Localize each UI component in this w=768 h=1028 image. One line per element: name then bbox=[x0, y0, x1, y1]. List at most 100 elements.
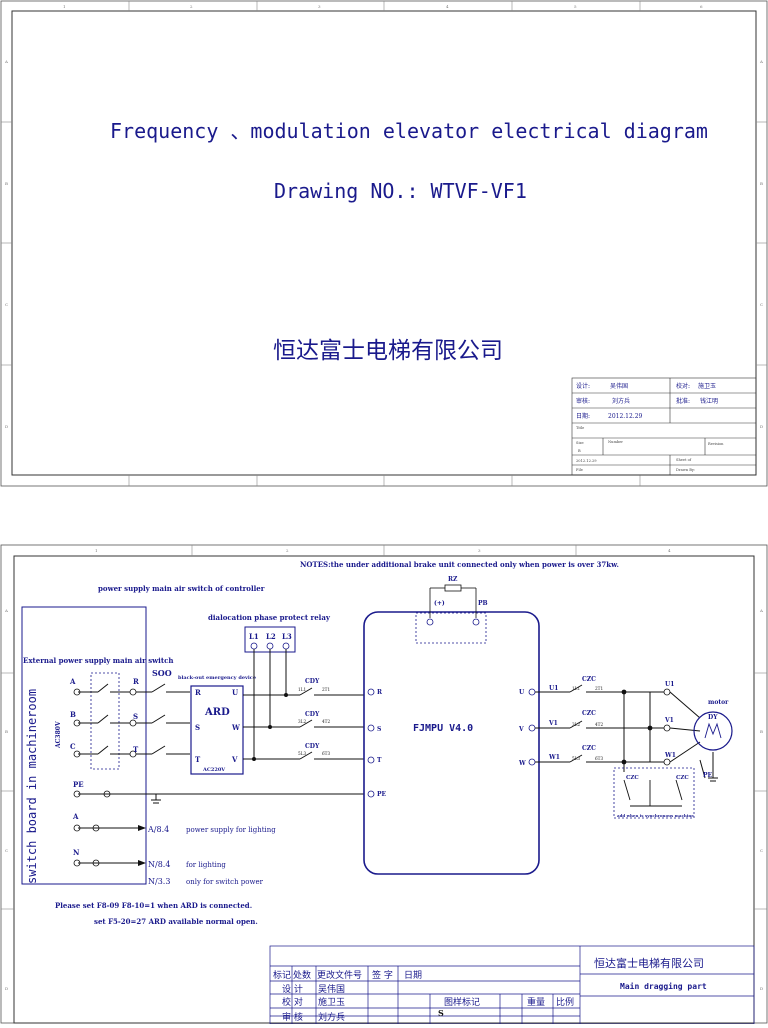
phase-t-label: T bbox=[133, 745, 139, 754]
please-note-2: set F5-20=27 ARD available normal open. bbox=[94, 917, 258, 926]
ard-in-s: S bbox=[195, 723, 200, 732]
cover-row-a: A bbox=[4, 59, 8, 64]
tb-hdr-date: 日期 bbox=[404, 970, 422, 981]
sync-note: add when is synchronous machine bbox=[617, 813, 694, 818]
sch-row-b: B bbox=[5, 729, 8, 734]
cover-tb-design-label: 设计: bbox=[576, 382, 590, 390]
pb-label: PB bbox=[478, 600, 488, 607]
sch-col-3: 3 bbox=[478, 548, 481, 553]
cover-row-b: B bbox=[5, 181, 8, 186]
inv-out-u: U bbox=[519, 689, 525, 696]
cover-tb-revision-label: Revision bbox=[708, 442, 724, 446]
blackout-label: black-out emergency device bbox=[178, 675, 256, 681]
czc-coil-1: CZC bbox=[626, 775, 639, 781]
ref-n: N/8.4 bbox=[148, 860, 170, 869]
cover-tb-file-label: File bbox=[576, 468, 583, 472]
tb-review: 审 核 bbox=[282, 1011, 303, 1023]
cover-row-d: D bbox=[5, 424, 8, 429]
cover-tb-title-label: Title bbox=[576, 426, 584, 430]
czc-3: CZC bbox=[582, 745, 596, 752]
czc-1: CZC bbox=[582, 676, 596, 683]
phase-r-label: R bbox=[133, 677, 139, 686]
relay-label: dialocation phase protect relay bbox=[208, 613, 331, 622]
phase-a-label: A bbox=[69, 677, 76, 686]
sch-col-4: 4 bbox=[668, 548, 671, 553]
motor-line-v1: V1 bbox=[664, 717, 674, 724]
pe-label: PE bbox=[73, 780, 84, 789]
sch-row-d: D bbox=[5, 986, 8, 991]
ref-n2-text: only for switch power bbox=[186, 878, 264, 886]
cdy-in-3: 5L3 bbox=[298, 751, 306, 756]
motor-pe-label: PE bbox=[703, 772, 713, 779]
tb-design-name: 吴伟国 bbox=[318, 983, 345, 995]
rz-label: RZ bbox=[448, 576, 458, 583]
sch-col-1: 1 bbox=[95, 548, 98, 553]
sch-row-a: A bbox=[4, 608, 8, 613]
ext-switch-label: External power supply main air switch bbox=[23, 656, 173, 665]
cover-tb-check-label: 校对: bbox=[676, 382, 690, 390]
dy-label: DY bbox=[708, 714, 718, 721]
inverter-label: FJMPU V4.0 bbox=[413, 723, 473, 734]
ard-in-r: R bbox=[195, 688, 201, 697]
cover-col-3: 3 bbox=[318, 4, 321, 9]
czc-out-2: 4T2 bbox=[595, 722, 603, 727]
cover-tb-review-label: 审核: bbox=[576, 397, 590, 405]
czc-coil-2: CZC bbox=[676, 775, 689, 781]
cover-tb-date-label: 日期: bbox=[576, 412, 590, 420]
cover-col-1: 1 bbox=[63, 4, 66, 9]
cdy-out-1: 2T1 bbox=[322, 687, 330, 692]
cdy-2: CDY bbox=[305, 711, 320, 718]
tb-sample: 图样标记 bbox=[444, 996, 480, 1008]
tb-design: 设 计 bbox=[282, 983, 303, 995]
relay-l1: L1 bbox=[249, 632, 259, 641]
cover-title: Frequency 、modulation elevator electrica… bbox=[110, 119, 708, 143]
cover-tb-date2: 2012.12.29 bbox=[576, 459, 597, 463]
lighting-n-label: N bbox=[73, 848, 80, 857]
tb-check: 校 对 bbox=[282, 996, 303, 1008]
cover-drawing-no: Drawing NO.: WTVF-VF1 bbox=[274, 179, 527, 203]
cover-tb-review-name: 刘方兵 bbox=[612, 397, 630, 405]
ard-out-w: W bbox=[231, 723, 240, 732]
lighting-a-label: A bbox=[72, 812, 79, 821]
motor-symbol bbox=[704, 722, 722, 739]
cover-company: 恒达富士电梯有限公司 bbox=[273, 338, 503, 364]
cover-title-block bbox=[571, 377, 757, 476]
phase-s-label: S bbox=[133, 712, 138, 721]
cover-tb-drawn-label: Drawn By: bbox=[676, 468, 695, 472]
cover-col-5: 5 bbox=[574, 4, 577, 9]
brake-unit: RZ (+) PB bbox=[415, 576, 488, 644]
ref-n-text: for lighting bbox=[186, 861, 226, 869]
motor-line-u1: U1 bbox=[665, 681, 674, 688]
tb-review-name: 刘方兵 bbox=[318, 1011, 345, 1023]
switchboard-label: switch board in machineroom bbox=[25, 689, 39, 884]
cover-col-2: 2 bbox=[190, 4, 193, 9]
inv-in-s: S bbox=[377, 726, 381, 733]
main-breaker[interactable] bbox=[90, 672, 120, 770]
switchboard-box bbox=[21, 606, 147, 885]
ard-label: ARD bbox=[204, 707, 230, 718]
schematic-title-block bbox=[269, 945, 755, 1025]
arrow-lighting-a bbox=[138, 825, 146, 831]
cover-page: 1 2 3 4 5 6 A B C D A B C D Frequency 、m… bbox=[0, 0, 768, 487]
cover-tb-size-value: B bbox=[578, 449, 581, 453]
cover-tb-number-label: Number bbox=[608, 440, 623, 444]
cover-row-b-r: B bbox=[760, 181, 763, 186]
ac220-label: AC220V bbox=[202, 767, 225, 773]
schematic-page: 1 2 3 4 A B C D A B C D NOTES:the under … bbox=[0, 544, 768, 1025]
relay-l3: L3 bbox=[282, 632, 292, 641]
czc-out-1: 2T1 bbox=[595, 686, 603, 691]
relay-l2: L2 bbox=[266, 632, 276, 641]
cdy-out-2: 4T2 bbox=[322, 719, 330, 724]
ard-box bbox=[190, 685, 244, 775]
sch-row-c-r: C bbox=[760, 848, 763, 853]
inv-out-w: W bbox=[518, 760, 526, 767]
czc-2: CZC bbox=[582, 710, 596, 717]
tb-hdr-mark: 标记 bbox=[273, 969, 291, 981]
sch-col-2: 2 bbox=[286, 548, 289, 553]
tb-s: S bbox=[438, 1008, 444, 1018]
cdy-out-3: 6T3 bbox=[322, 751, 330, 756]
cover-tb-approve-name: 钱江明 bbox=[700, 397, 718, 405]
cover-tb-sheet-label: Sheet of bbox=[676, 458, 692, 462]
czc-in-2: 3L2 bbox=[572, 722, 580, 727]
